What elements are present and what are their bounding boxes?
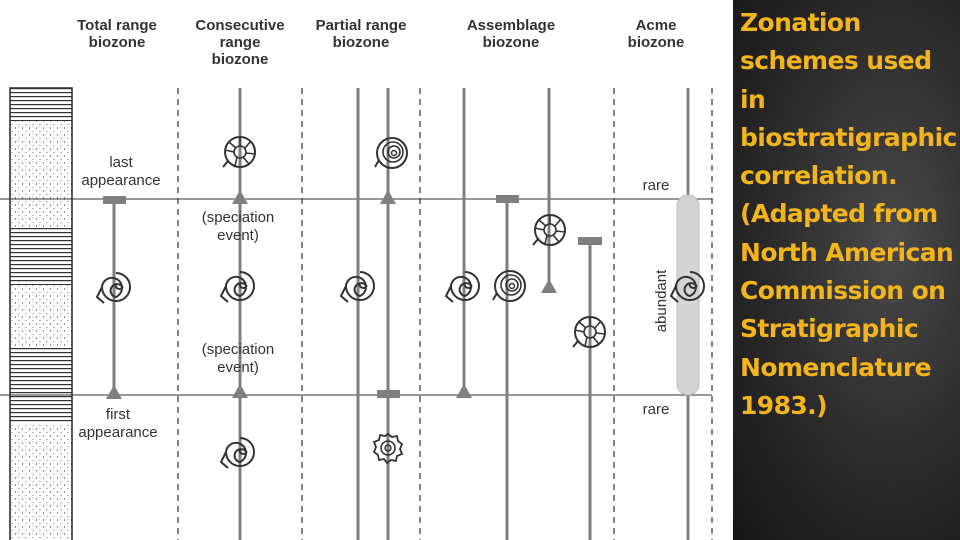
label-abundant: abundant xyxy=(653,269,670,332)
range-triangle-icons xyxy=(106,190,557,399)
label-last-line1: last xyxy=(109,154,133,171)
stratigraphic-column xyxy=(9,87,73,540)
slide-caption: Zonation schemes used in biostratigraphi… xyxy=(740,8,957,420)
sandstone-layer xyxy=(10,121,72,227)
range-triangle-icon xyxy=(106,385,122,399)
header-consecutive-line1: Consecutive xyxy=(195,17,284,34)
label-first-line2: appearance xyxy=(78,424,157,441)
range-triangle-icon xyxy=(456,384,472,398)
header-total-range-line2: biozone xyxy=(89,34,146,51)
label-rare-bottom: rare xyxy=(643,401,670,418)
fossil-icons xyxy=(96,136,705,469)
ammonite-icon xyxy=(220,437,255,469)
taxon-ranges xyxy=(112,88,690,540)
label-rare-top: rare xyxy=(643,177,670,194)
label-speciation2-line1: (speciation xyxy=(202,341,275,358)
range-bar-icons xyxy=(103,195,602,398)
sandstone-layer xyxy=(10,285,72,347)
range-triangle-icon xyxy=(541,279,557,293)
shale-layer xyxy=(10,227,72,285)
header-total-range-line1: Total range xyxy=(77,17,157,34)
label-speciation2-line2: event) xyxy=(217,359,259,376)
label-speciation1-line1: (speciation xyxy=(202,209,275,226)
header-consecutive-line2: range xyxy=(220,34,261,51)
header-acme-line2: biozone xyxy=(628,34,685,51)
range-bar-icon xyxy=(377,390,400,398)
caption-panel: Zonation schemes used in biostratigraphi… xyxy=(733,0,960,540)
label-last-line2: appearance xyxy=(81,172,160,189)
range-bar-icon xyxy=(103,196,126,204)
header-consecutive-line3: biozone xyxy=(212,51,269,68)
range-triangle-icon xyxy=(232,384,248,398)
ammonite-spiral-icon xyxy=(374,137,408,169)
range-bar-icon xyxy=(578,237,602,245)
label-first-line1: first xyxy=(106,406,131,423)
label-speciation1-line2: event) xyxy=(217,227,259,244)
shale-layer xyxy=(10,347,72,424)
ammonite-icon xyxy=(220,271,255,303)
header-acme-line1: Acme xyxy=(636,17,677,34)
range-bar-icon xyxy=(496,195,519,203)
range-triangle-icon xyxy=(232,190,248,204)
header-assemblage-line1: Assemblage xyxy=(467,17,555,34)
column-separators xyxy=(177,88,713,540)
ammonite-spiral-icon xyxy=(492,270,526,302)
header-partial-range-line1: Partial range xyxy=(316,17,407,34)
shale-layer xyxy=(10,88,72,121)
range-triangle-icon xyxy=(380,190,396,204)
header-assemblage-line2: biozone xyxy=(483,34,540,51)
header-partial-range-line2: biozone xyxy=(333,34,390,51)
sandstone-layer xyxy=(10,424,72,540)
